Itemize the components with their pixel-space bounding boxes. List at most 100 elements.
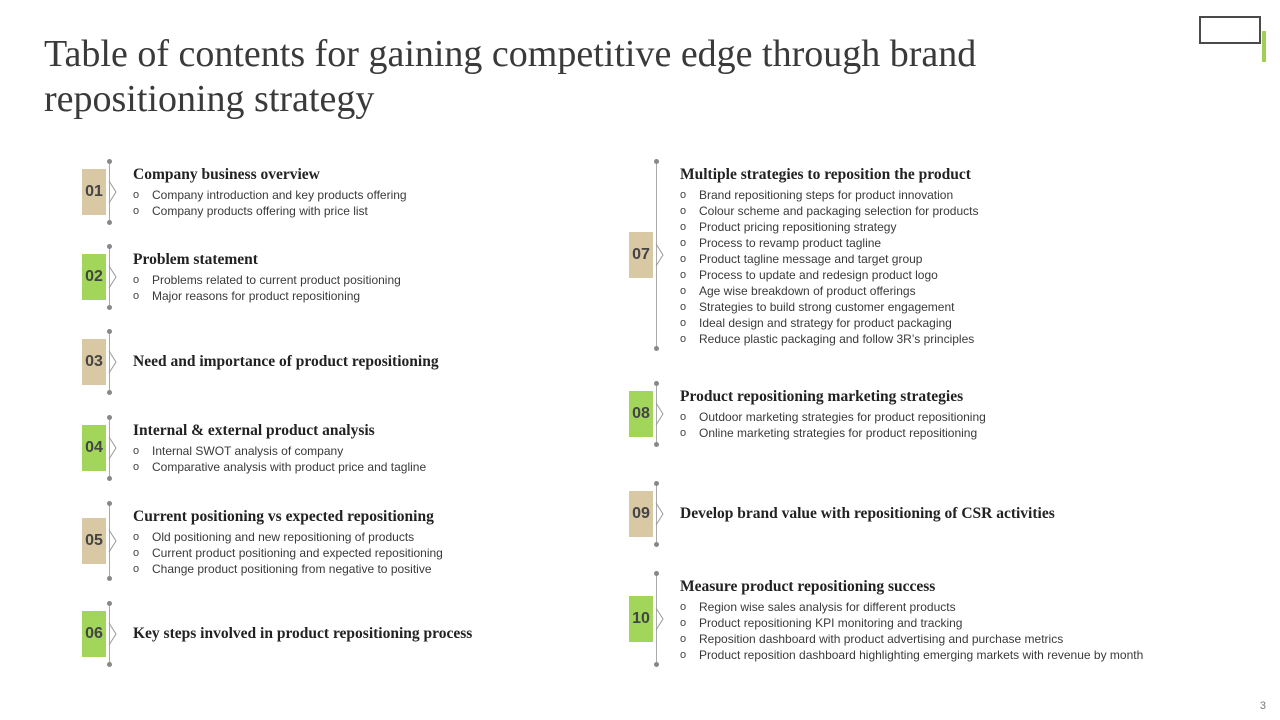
section-marker: 01 <box>82 159 132 225</box>
chevron-right-icon <box>655 402 664 426</box>
section-text: Need and importance of product repositio… <box>133 352 439 372</box>
bullet-item: Brand repositioning steps for product in… <box>680 187 979 203</box>
bullet-item: Current product positioning and expected… <box>133 545 443 561</box>
section-heading: Key steps involved in product reposition… <box>133 625 473 642</box>
connector-dot-top <box>107 244 112 249</box>
page-title: Table of contents for gaining competitiv… <box>44 33 977 120</box>
bullet-item: Process to update and redesign product l… <box>680 267 979 283</box>
section-heading: Product repositioning marketing strategi… <box>680 388 964 405</box>
chevron-right-icon <box>108 436 117 460</box>
connector-dot-bottom <box>107 305 112 310</box>
connector-line <box>656 161 657 349</box>
bullet-item: Product reposition dashboard highlightin… <box>680 647 1143 663</box>
connector-dot-top <box>107 501 112 506</box>
section-marker: 07 <box>629 159 679 351</box>
section-heading: Multiple strategies to reposition the pr… <box>680 166 971 183</box>
connector-dot-top <box>107 601 112 606</box>
connector-dot-bottom <box>654 346 659 351</box>
section-bullet-list: Region wise sales analysis for different… <box>680 599 1143 663</box>
bullet-item: Old positioning and new repositioning of… <box>133 529 443 545</box>
connector-dot-top <box>654 381 659 386</box>
section-heading: Develop brand value with repositioning o… <box>680 505 1055 522</box>
bullet-item: Internal SWOT analysis of company <box>133 443 426 459</box>
chevron-right-icon <box>108 622 117 646</box>
chevron-right-icon <box>108 180 117 204</box>
section-text: Internal & external product analysisInte… <box>133 421 426 475</box>
connector-line <box>109 503 110 579</box>
section-marker: 10 <box>629 571 679 667</box>
connector-dot-bottom <box>107 476 112 481</box>
section-text: Develop brand value with repositioning o… <box>680 504 1055 524</box>
section-number-badge: 03 <box>82 339 106 385</box>
bullet-item: Company products offering with price lis… <box>133 203 407 219</box>
section-number-badge: 10 <box>629 596 653 642</box>
bullet-item: Reduce plastic packaging and follow 3R’s… <box>680 331 979 347</box>
bullet-item: Age wise breakdown of product offerings <box>680 283 979 299</box>
section-bullet-list: Internal SWOT analysis of companyCompara… <box>133 443 426 475</box>
connector-line <box>656 383 657 445</box>
chevron-right-icon <box>108 350 117 374</box>
bullet-item: Company introduction and key products of… <box>133 187 407 203</box>
connector-line <box>109 331 110 393</box>
section-bullet-list: Old positioning and new repositioning of… <box>133 529 443 577</box>
connector-line <box>109 417 110 479</box>
section-number-badge: 02 <box>82 254 106 300</box>
bullet-item: Comparative analysis with product price … <box>133 459 426 475</box>
section-text: Multiple strategies to reposition the pr… <box>680 165 979 347</box>
section-marker: 03 <box>82 329 132 395</box>
bullet-item: Online marketing strategies for product … <box>680 425 986 441</box>
connector-line <box>109 161 110 223</box>
section-text: Product repositioning marketing strategi… <box>680 387 986 441</box>
logo-accent-bar <box>1262 31 1266 62</box>
bullet-item: Ideal design and strategy for product pa… <box>680 315 979 331</box>
section-heading: Internal & external product analysis <box>133 422 375 439</box>
chevron-right-icon <box>655 243 664 267</box>
section-bullet-list: Company introduction and key products of… <box>133 187 407 219</box>
bullet-item: Problems related to current product posi… <box>133 272 401 288</box>
section-number-badge: 07 <box>629 232 653 278</box>
section-marker: 09 <box>629 481 679 547</box>
section-text: Problem statementProblems related to cur… <box>133 250 401 304</box>
bullet-item: Reposition dashboard with product advert… <box>680 631 1143 647</box>
connector-dot-bottom <box>107 220 112 225</box>
section-heading: Problem statement <box>133 251 258 268</box>
section-number-badge: 09 <box>629 491 653 537</box>
bullet-item: Product tagline message and target group <box>680 251 979 267</box>
connector-dot-top <box>107 415 112 420</box>
section-number-badge: 08 <box>629 391 653 437</box>
connector-line <box>109 603 110 665</box>
section-number-badge: 06 <box>82 611 106 657</box>
connector-dot-bottom <box>654 662 659 667</box>
section-marker: 06 <box>82 601 132 667</box>
section-text: Current positioning vs expected repositi… <box>133 507 443 577</box>
logo-frame <box>1199 16 1261 44</box>
section-heading: Need and importance of product repositio… <box>133 353 439 370</box>
bullet-item: Major reasons for product repositioning <box>133 288 401 304</box>
connector-dot-top <box>107 159 112 164</box>
bullet-item: Colour scheme and packaging selection fo… <box>680 203 979 219</box>
bullet-item: Product pricing repositioning strategy <box>680 219 979 235</box>
connector-line <box>656 573 657 665</box>
connector-dot-top <box>654 481 659 486</box>
section-marker: 05 <box>82 501 132 581</box>
page-number: 3 <box>1259 700 1266 712</box>
section-heading: Current positioning vs expected repositi… <box>133 508 434 525</box>
section-bullet-list: Problems related to current product posi… <box>133 272 401 304</box>
connector-dot-top <box>654 159 659 164</box>
section-text: Measure product repositioning successReg… <box>680 577 1143 663</box>
connector-dot-bottom <box>654 542 659 547</box>
chevron-right-icon <box>655 607 664 631</box>
section-heading: Company business overview <box>133 166 320 183</box>
connector-dot-top <box>107 329 112 334</box>
bullet-item: Product repositioning KPI monitoring and… <box>680 615 1143 631</box>
section-number-badge: 01 <box>82 169 106 215</box>
bullet-item: Strategies to build strong customer enga… <box>680 299 979 315</box>
bullet-item: Region wise sales analysis for different… <box>680 599 1143 615</box>
chevron-right-icon <box>108 265 117 289</box>
connector-dot-bottom <box>107 576 112 581</box>
section-marker: 02 <box>82 244 132 310</box>
section-marker: 04 <box>82 415 132 481</box>
section-number-badge: 05 <box>82 518 106 564</box>
connector-dot-bottom <box>107 662 112 667</box>
section-text: Key steps involved in product reposition… <box>133 624 472 644</box>
